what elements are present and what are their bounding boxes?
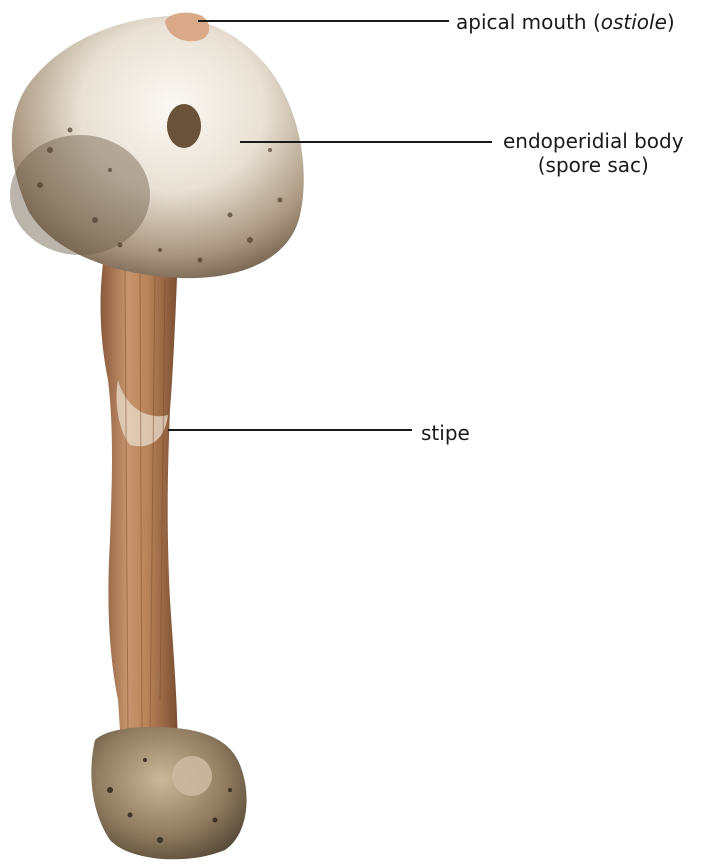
base-shape [91,727,246,859]
endoperidial-label-line2: (spore sac) [503,153,684,177]
endoperidial-label-line1: endoperidial body [503,129,684,153]
ostiole-label-suffix: ) [667,10,675,34]
ostiole-label-prefix: apical mouth ( [456,10,601,34]
stipe-shape [101,255,178,760]
cap-spot [167,104,201,148]
ostiole-label: apical mouth (ostiole) [456,10,675,34]
ostiole-label-term: ostiole [601,10,667,34]
endoperidial-body-label: endoperidial body (spore sac) [503,129,684,177]
stipe-label: stipe [421,421,470,445]
cap-dark-patch [10,135,150,255]
base-nodule [172,756,212,796]
